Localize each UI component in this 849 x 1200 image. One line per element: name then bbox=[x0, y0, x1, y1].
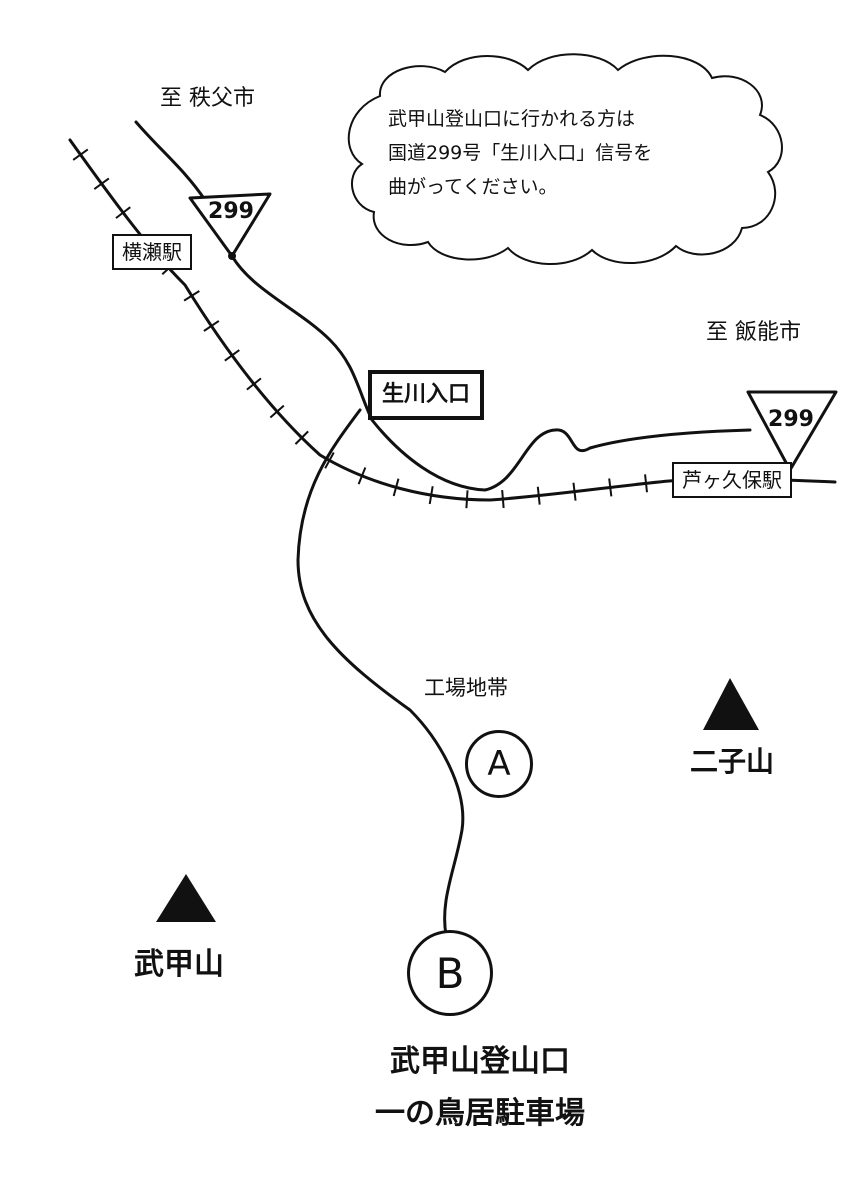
futago-mountain-marker bbox=[703, 678, 759, 730]
note-cloud bbox=[347, 53, 783, 266]
rail-tie bbox=[644, 474, 648, 493]
note-line-1: 武甲山登山口に行かれる方は bbox=[388, 108, 636, 130]
note-line-2: 国道299号「生川入口」信号を bbox=[388, 142, 653, 164]
station-ashigakubo: 芦ヶ久保駅 bbox=[672, 462, 792, 498]
direction-hanno: 至 飯能市 bbox=[706, 320, 801, 345]
rail-tie bbox=[203, 320, 220, 332]
route-299-number-east: 299 bbox=[768, 407, 814, 432]
mountain-bukou-label: 武甲山 bbox=[134, 947, 224, 982]
waypoint-a-label: A bbox=[487, 744, 511, 784]
rail-tie bbox=[115, 206, 131, 219]
waypoint-b: B bbox=[407, 930, 493, 1016]
rail-tie bbox=[357, 467, 367, 485]
direction-chichibu: 至 秩父市 bbox=[160, 86, 255, 111]
shield-north-dot bbox=[228, 252, 236, 260]
note-line-3: 曲がってください。 bbox=[388, 176, 558, 198]
rail-tie bbox=[501, 489, 505, 509]
rail-tie bbox=[536, 486, 541, 505]
road-to-trailhead bbox=[296, 408, 465, 937]
mountain-futago-label: 二子山 bbox=[690, 745, 775, 778]
rail-tie bbox=[428, 486, 434, 505]
factory-area-label: 工場地帯 bbox=[424, 676, 508, 700]
rail-tie bbox=[572, 482, 577, 501]
rail-tie bbox=[608, 478, 613, 497]
waypoint-b-label: B bbox=[435, 948, 465, 998]
bukou-mountain-marker bbox=[156, 874, 216, 922]
rail-tie bbox=[392, 478, 400, 497]
rail-tie bbox=[324, 452, 335, 469]
station-yokoze: 横瀬駅 bbox=[112, 234, 192, 270]
rail-tie bbox=[72, 148, 89, 161]
trailhead-line-1: 武甲山登山口 bbox=[390, 1044, 570, 1079]
rail-tie bbox=[269, 404, 285, 419]
route-299-shield-north bbox=[188, 192, 272, 258]
route-299-shield-east bbox=[746, 390, 838, 472]
rail-tie bbox=[224, 349, 240, 362]
rail-tie bbox=[93, 177, 110, 190]
rail-tie bbox=[465, 490, 469, 509]
rail-tie bbox=[294, 430, 309, 445]
trailhead-parking-label: 武甲山登山口 一の鳥居駐車場 bbox=[300, 1036, 660, 1140]
route-299-number-north: 299 bbox=[208, 199, 254, 224]
route-299 bbox=[230, 254, 752, 492]
road-to-chichibu bbox=[134, 120, 207, 202]
railway-ticks bbox=[72, 148, 792, 509]
directions-note: 武甲山登山口に行かれる方は 国道299号「生川入口」信号を 曲がってください。 bbox=[388, 102, 758, 204]
trailhead-line-2: 一の鳥居駐車場 bbox=[375, 1096, 585, 1131]
signal-ubukawa-iriguchi: 生川入口 bbox=[368, 370, 485, 420]
waypoint-a: A bbox=[465, 730, 533, 798]
rail-tie bbox=[183, 290, 200, 302]
rail-tie bbox=[246, 377, 262, 391]
